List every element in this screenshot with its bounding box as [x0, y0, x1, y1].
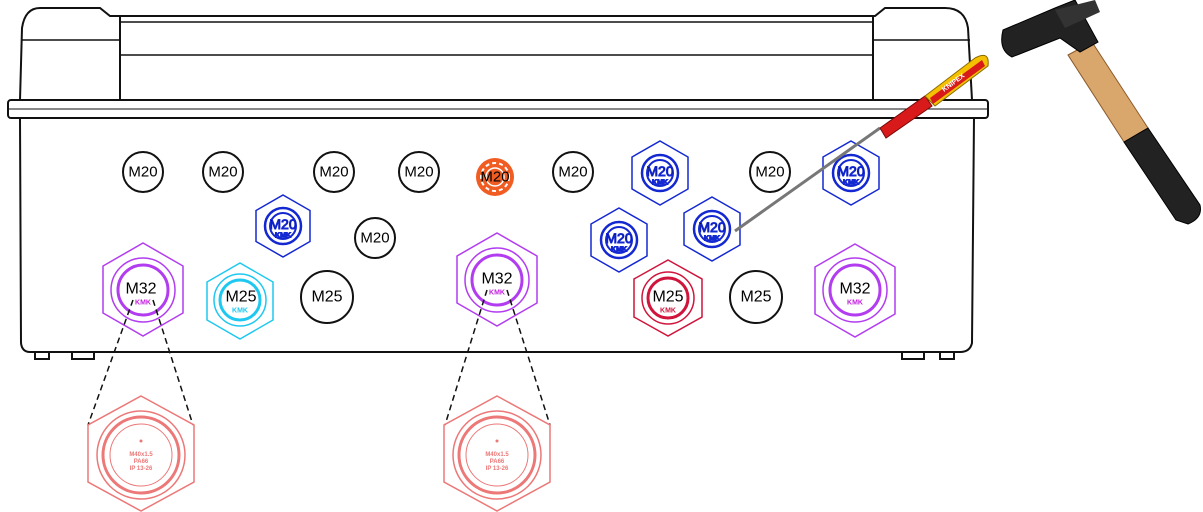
hole-label: M25 — [740, 289, 771, 306]
knockout-m20-removed[interactable]: M20 — [476, 158, 514, 196]
lid-ridge — [120, 21, 873, 56]
gland-m32-purple[interactable]: M32 KMK — [102, 242, 184, 337]
hole-label: M20 — [558, 164, 587, 181]
gland-marking: KMK — [847, 300, 863, 307]
gland-marking: KMK — [611, 247, 627, 254]
gland-detail-view: M40x1.5 PA66 IP 13-26 — [87, 395, 195, 512]
hole-label: M25 — [311, 289, 342, 306]
hole-label: M32 — [125, 281, 156, 298]
hole-label: M20 — [480, 169, 509, 186]
hole-label: M20 — [319, 164, 348, 181]
gland-m20-blue[interactable]: M20 KMK — [255, 194, 311, 258]
plain-holes: M20 M20 M20 M20 M20 M20 M20 M25 — [122, 151, 791, 324]
detail-marking: IP 13-26 — [130, 466, 153, 472]
gland-m20-blue[interactable]: M20 KMK — [683, 196, 741, 262]
gland-marking: KMK — [135, 300, 151, 307]
enclosure-body — [18, 117, 976, 353]
gland-m20-blue[interactable]: M20 KMK — [822, 140, 880, 206]
knockout-m20[interactable]: M20 — [202, 151, 244, 193]
foot-right-2 — [939, 351, 955, 360]
callout-lines — [87, 289, 551, 426]
detail-marking: PA66 — [490, 459, 505, 465]
detail-marking: IP 13-26 — [486, 466, 509, 472]
gland-m20-blue[interactable]: M20 KMK — [590, 207, 648, 273]
knockout-m20[interactable]: M20 — [354, 217, 396, 259]
knockout-m20[interactable]: M20 — [749, 151, 791, 193]
gland-marking: KMK — [652, 180, 668, 187]
gland-marking: KMK — [704, 236, 720, 243]
hole-label: M20 — [837, 163, 864, 179]
detail-marking: M40x1.5 — [129, 452, 153, 458]
hole-label: M20 — [755, 164, 784, 181]
gland-m32-purple[interactable]: M32 KMK — [814, 243, 896, 338]
gland-marking: KMK — [489, 290, 505, 297]
knockout-m25[interactable]: M25 — [300, 270, 354, 324]
hole-label: M20 — [360, 230, 389, 247]
hole-label: M20 — [646, 163, 673, 179]
gland-m25-red[interactable]: M25 KMK — [633, 259, 703, 337]
knockout-m25[interactable]: M25 — [729, 270, 783, 324]
gland-m20-blue[interactable]: M20 KMK — [631, 140, 689, 206]
detail-marking: M40x1.5 — [485, 452, 509, 458]
gland-m25-cyan[interactable]: M25 KMK — [206, 262, 274, 340]
enclosure — [7, 7, 989, 360]
knockout-m20[interactable]: M20 — [552, 151, 594, 193]
enclosure-lid — [18, 7, 974, 101]
hole-label: M20 — [128, 164, 157, 181]
hole-label: M20 — [269, 216, 296, 232]
hole-label: M25 — [225, 289, 256, 306]
hole-label: M20 — [605, 230, 632, 246]
gland-marking: KMK — [275, 233, 291, 240]
hole-label: M20 — [698, 219, 725, 235]
hole-label: M32 — [481, 271, 512, 288]
hole-label: M25 — [652, 289, 683, 306]
hole-label: M32 — [839, 281, 870, 298]
gland-marking: KMK — [232, 308, 248, 315]
hammer-icon — [1001, 0, 1201, 225]
hole-label: M20 — [208, 164, 237, 181]
knockout-m20[interactable]: M20 — [398, 151, 440, 193]
gland-detail-view: M40x1.5 PA66 IP 13-26 — [443, 395, 551, 512]
foot-left-1 — [34, 351, 50, 360]
lid-inner-panel — [119, 16, 874, 100]
gland-marking: KMK — [843, 180, 859, 187]
knockout-m20[interactable]: M20 — [122, 151, 164, 193]
screwdriver-icon: KNIPEX — [734, 54, 989, 233]
gland-m32-purple[interactable]: M32 KMK — [456, 232, 538, 327]
foot-right-1 — [901, 351, 925, 360]
foot-left-2 — [71, 351, 95, 360]
knockout-m20[interactable]: M20 — [313, 151, 355, 193]
gland-marking: KMK — [660, 308, 676, 315]
detail-marking: PA66 — [134, 459, 149, 465]
hole-label: M20 — [404, 164, 433, 181]
